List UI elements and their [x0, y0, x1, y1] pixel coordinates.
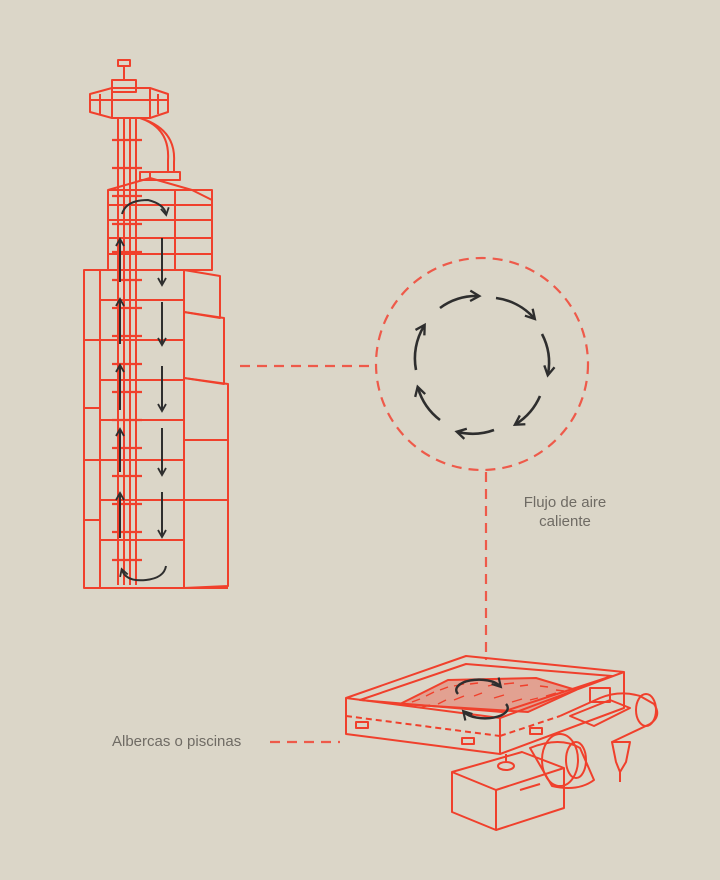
tower-airflow-arrows	[115, 198, 170, 582]
dryer-tower-icon	[83, 59, 229, 589]
pools-label: Albercas o piscinas	[112, 733, 242, 750]
airflow-label-line1: Flujo de aire	[523, 494, 607, 511]
airflow-label-line2: caliente	[539, 513, 591, 530]
circular-arrow-icon	[455, 677, 509, 721]
connector-lines	[240, 364, 488, 744]
airflow-label: Flujo de aire caliente	[505, 493, 625, 531]
drying-pool-icon	[345, 655, 659, 831]
airflow-circle-icon	[374, 256, 590, 472]
